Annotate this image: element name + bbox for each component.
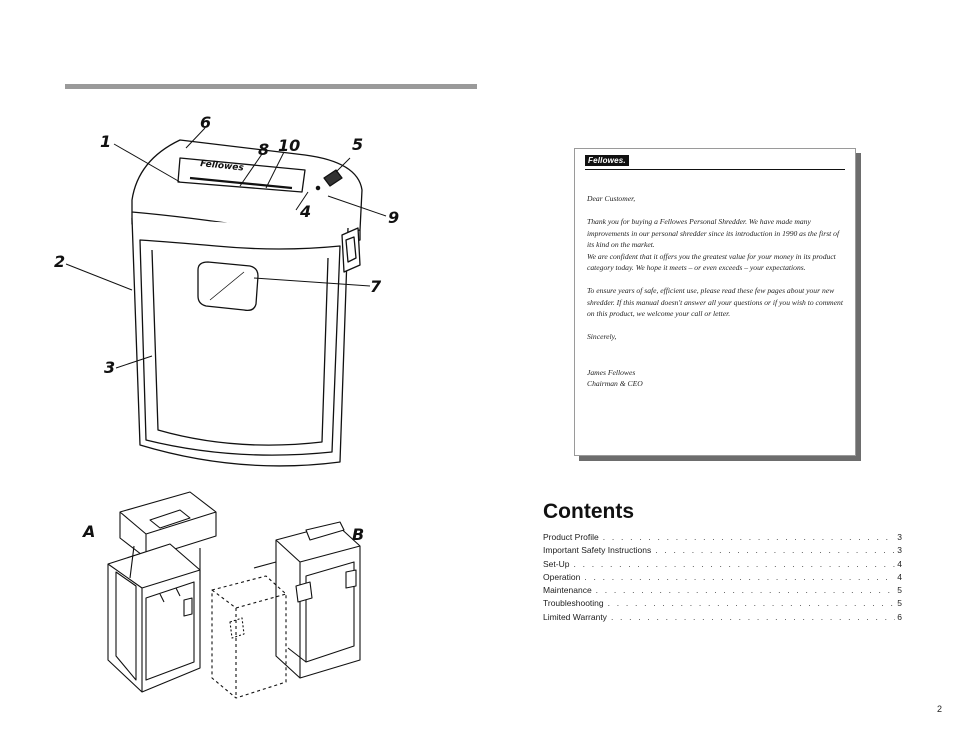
toc-item[interactable]: Set-Up 4 — [543, 559, 902, 572]
letter-header: Fellowes. — [585, 155, 845, 170]
toc-label: Operation — [543, 571, 581, 582]
toc-label: Troubleshooting — [543, 598, 604, 609]
letter-greeting: Dear Customer, — [587, 194, 636, 203]
callout-2: 2 — [54, 252, 66, 271]
letter-paragraph-1: Thank you for buying a Fellowes Personal… — [587, 217, 840, 249]
toc-item[interactable]: Limited Warranty 6 — [543, 612, 902, 625]
callout-4: 4 — [300, 202, 312, 221]
power-switch-illus — [323, 169, 343, 187]
toc-item[interactable]: Product Profile 3 — [543, 532, 902, 545]
contents-title: Contents — [543, 500, 634, 523]
letter-paragraph-3: To ensure years of safe, efficient use, … — [587, 286, 843, 318]
callout-1: 1 — [100, 132, 112, 151]
callout-3: 3 — [104, 358, 116, 377]
callout-9: 9 — [388, 208, 400, 227]
callout-8: 8 — [258, 140, 270, 159]
toc-label: Set-Up — [543, 558, 570, 569]
page-number: 2 — [937, 704, 943, 714]
toc-item[interactable]: Troubleshooting 5 — [543, 598, 902, 611]
window-illus — [197, 261, 259, 312]
toc-label: Maintenance — [543, 585, 592, 596]
customer-letter: Fellowes. Dear Customer, Thank you for b… — [574, 148, 856, 456]
toc-page: 5 — [897, 585, 902, 596]
letter-paragraph-2: We are confident that it offers you the … — [587, 251, 836, 273]
toc-label: Product Profile — [543, 532, 599, 542]
table-of-contents: Product Profile 3 Important Safety Instru… — [543, 532, 902, 625]
callout-7: 7 — [370, 277, 382, 296]
toc-page: 3 — [897, 545, 902, 556]
letter-signer-name: James Fellowes — [587, 367, 636, 377]
letter-body: Dear Customer, Thank you for buying a Fe… — [587, 193, 845, 390]
panel-a-illus — [107, 491, 217, 693]
toc-page: 4 — [897, 571, 902, 582]
toc-page: 6 — [897, 611, 902, 622]
shredder-diagram: Fellowes — [65, 127, 387, 699]
header-rule — [65, 84, 477, 89]
toc-page: 3 — [897, 532, 902, 542]
toc-page: 4 — [897, 558, 902, 569]
callout-6: 6 — [200, 113, 212, 132]
toc-item[interactable]: Important Safety Instructions 3 — [543, 545, 902, 558]
toc-label: Limited Warranty — [543, 611, 607, 622]
callout-5: 5 — [352, 135, 364, 154]
toc-label: Important Safety Instructions — [543, 545, 652, 556]
toc-page: 5 — [897, 598, 902, 609]
callout-10: 10 — [278, 136, 301, 155]
toc-item[interactable]: Operation 4 — [543, 572, 902, 585]
letter-closing: Sincerely, — [587, 332, 617, 341]
shredder-body — [131, 217, 349, 467]
toc-item[interactable]: Maintenance 5 — [543, 585, 902, 598]
panel-a-label: A — [83, 522, 96, 541]
panel-b-label: B — [352, 525, 365, 544]
svg-text:Fellowes: Fellowes — [200, 159, 245, 174]
panel-b-illus — [211, 521, 361, 699]
fellowes-logo: Fellowes. — [585, 155, 629, 166]
letter-signer-title: Chairman & CEO — [587, 379, 643, 388]
